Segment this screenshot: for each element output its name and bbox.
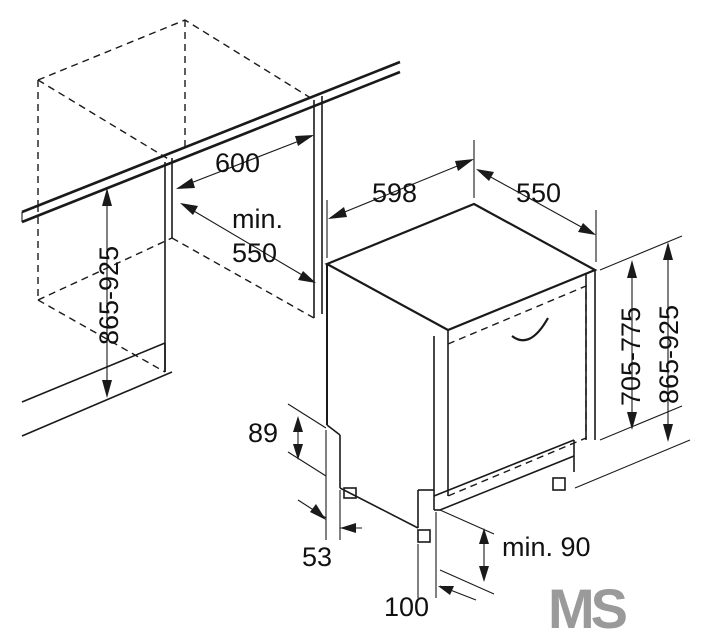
dim-appliance-width: 598 (326, 140, 475, 258)
appliance-depth-label: 550 (516, 178, 561, 208)
dim-appliance-niche-height: 865-925 (574, 242, 691, 489)
appliance-niche-height-label: 865-925 (654, 305, 684, 404)
dim-plinth-gap: min. 90 (439, 509, 591, 595)
niche-width-min-label: min. (232, 204, 283, 234)
dim-appliance-height: 705-775 (599, 235, 683, 441)
dim-plinth-offset: 53 (297, 430, 362, 572)
niche-height-label: 865-925 (94, 246, 124, 345)
niche-width-value-label: 550 (232, 238, 277, 268)
foot-depth-label: 100 (384, 592, 429, 622)
plinth-gap-label: min. 90 (502, 532, 591, 562)
dim-niche-depth: 600 (176, 135, 314, 189)
worktop-niche (21, 19, 401, 437)
dishwasher-body (324, 202, 598, 543)
dim-niche-height: 865-925 (94, 188, 124, 398)
ms-watermark-logo: MS (548, 577, 631, 640)
appliance-height-label: 705-775 (616, 307, 646, 406)
dim-niche-width: min. 550 (180, 203, 316, 283)
dim-plinth-height: 89 (248, 403, 327, 477)
plinth-height-label: 89 (248, 418, 278, 448)
appliance-width-label: 598 (372, 178, 417, 208)
plinth-offset-label: 53 (302, 542, 332, 572)
dim-foot-depth: 100 (384, 512, 477, 622)
niche-depth-label: 600 (215, 148, 260, 178)
dim-appliance-depth: 550 (476, 169, 597, 262)
watermark-text: MS (548, 577, 627, 640)
